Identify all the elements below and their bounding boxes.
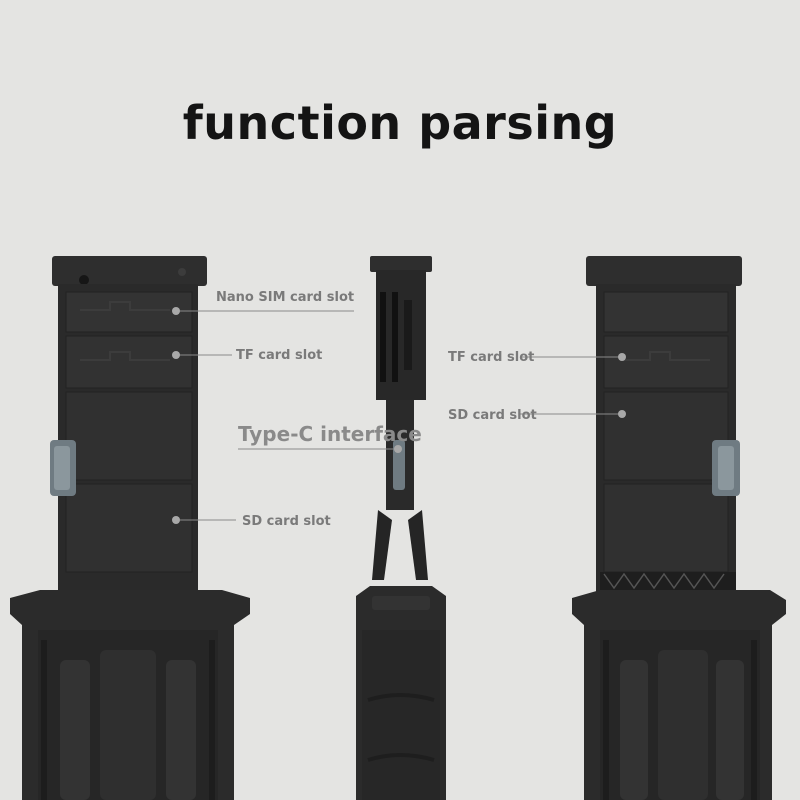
page-title: function parsing bbox=[182, 96, 618, 150]
sd-slot-label-left: SD card slot bbox=[242, 514, 331, 529]
screw-hole-icon bbox=[79, 275, 89, 285]
middle-device bbox=[356, 256, 446, 800]
left-device bbox=[10, 256, 250, 800]
sd-slot-label-right: SD card slot bbox=[448, 408, 537, 423]
callout-lines bbox=[176, 310, 622, 521]
right-device bbox=[572, 256, 786, 800]
usb-c-port-icon bbox=[393, 440, 405, 490]
type-c-interface-label: Type-C interface bbox=[238, 422, 422, 446]
callout-dots bbox=[172, 307, 626, 524]
tf-slot-label-left: TF card slot bbox=[236, 348, 323, 363]
tf-slot-label-right: TF card slot bbox=[448, 350, 535, 365]
nano-sim-slot-label: Nano SIM card slot bbox=[216, 290, 355, 305]
